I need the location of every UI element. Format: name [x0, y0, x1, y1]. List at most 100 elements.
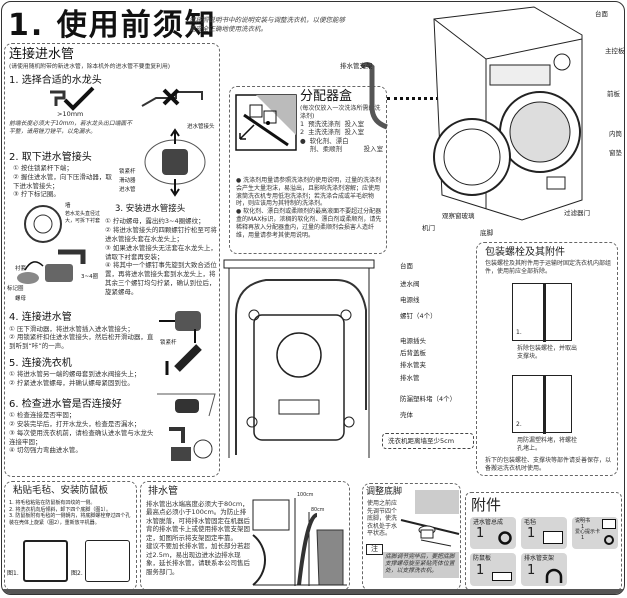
- accessories-title: 附件: [471, 496, 502, 514]
- fig1-figure: [23, 540, 68, 582]
- feet-desc: 使用之前应先调节四个底脚，使洗衣机处于水平状态。: [367, 500, 398, 537]
- label-glass: 观察窗玻璃: [442, 212, 475, 220]
- step2-item: ③ 拧下标记圈。: [13, 190, 60, 199]
- inlet-section: 连接进水管 (请使用随机附带的新进水管，除本机外的进水管不要重复利用) 1. 选…: [4, 43, 220, 477]
- step1-caption: 前端长度必须大于10mm，若水龙头出口端面不平整，请用锉刀锉平，以免漏水。: [9, 121, 133, 135]
- label-slider: 滑动器: [119, 178, 136, 184]
- label-back-top: 台面: [400, 262, 413, 270]
- item-mark: 1: [300, 120, 305, 129]
- accessory-name: 说明书: [575, 518, 591, 524]
- label-hose-bracket: 排水管支架: [340, 62, 373, 70]
- accessory-qty: 1: [581, 534, 585, 541]
- accessory-name: 毛毡: [524, 519, 537, 526]
- step3-item: ③ 如果进水管接头无法套在水龙头上，请取下衬套再安装；: [105, 243, 217, 261]
- page-title: 1. 使用前须知: [8, 8, 217, 43]
- label-turns: 3~4圈: [81, 274, 99, 280]
- label-gasket: 窗垫: [609, 149, 622, 157]
- label-front: 前板: [607, 90, 620, 98]
- step5-item: ② 拧紧进水管螺母，并确认螺母紧固到位。: [9, 379, 134, 388]
- label-panel: 主控板: [605, 47, 625, 55]
- packing-step2: 用防漏塑料堵，将螺栓孔堵上。: [517, 437, 578, 453]
- step6-item: ② 安装完毕后，打开水龙头，检查是否漏水；: [9, 420, 141, 429]
- inlet-title: 连接进水管: [9, 47, 75, 62]
- label-plug: 电源插头: [400, 337, 426, 345]
- accessory-qty: 1: [476, 563, 485, 579]
- accessory-name: 进水管总成: [473, 519, 504, 526]
- label-top: 台面: [595, 10, 608, 18]
- accessory-name: 防鼠板: [473, 555, 492, 562]
- accessory-name: 爱心提示卡: [575, 529, 601, 535]
- packing-step1: 拆除包装螺栓，并取出支撑块。: [517, 345, 578, 361]
- step5-item: ① 将进水管另一端的螺母套到进水阀接头上；: [9, 370, 141, 379]
- connector-removal-illustration: [144, 128, 206, 197]
- label-nut: 螺母: [15, 296, 27, 302]
- step6-item: ③ 每次使用洗衣机前，请检查确认进水管与水龙头连接牢固；: [9, 428, 154, 446]
- dispenser-para: ● 洗涤剂用量请参照洗涤剂的使用说明，过量的洗涤剂会产生大量泡沫，易溢出，且影响…: [236, 177, 382, 208]
- label-ring: 标记圈: [7, 286, 24, 292]
- accessory-qty: 1: [527, 563, 536, 579]
- label-cord: 电源线: [400, 296, 420, 304]
- hose-bracket-icon: [545, 568, 563, 583]
- manual-icon: [602, 519, 616, 529]
- faucet-dim: >10mm: [57, 110, 84, 118]
- drain-title: 排水管: [148, 486, 178, 497]
- felt-icon: [543, 531, 563, 544]
- label-valve: 进水阀: [400, 280, 420, 288]
- height-100: 100cm: [297, 493, 314, 498]
- step6-item: ① 检查连接是否牢固；: [9, 411, 76, 420]
- step3-item: ④ 将其中一个螺钉事先旋到大致合适位置，再将进水管接头套到水龙头上，将其余三个螺…: [105, 261, 217, 296]
- step6-title: 6. 检查进水管是否连接好: [9, 398, 122, 410]
- feet-title: 调整底脚: [366, 487, 403, 497]
- feet-note: 底脚调节完毕后，要把底脚支撑螺母旋至紧贴壳体位置处，以支撑洗衣机。: [383, 552, 459, 578]
- label-drain: 排水管: [400, 374, 420, 382]
- wall-note: 若水龙头直径过大，可拆下衬套: [65, 211, 101, 224]
- accessory-qty: 1: [476, 526, 485, 542]
- item-action: 投入室: [344, 120, 365, 129]
- felt-title: 粘贴毛毡、安装防鼠板: [13, 485, 109, 496]
- step4-item: ② 用锁紧杆扣住进水管接头，然后松开滑动器，直到听到“咔”的一声。: [9, 333, 154, 351]
- label-clip: 排水管夹: [400, 361, 426, 369]
- fig1-label: 图1.: [7, 570, 19, 577]
- drain-para: 建议不要加长排水管，加长部分若超过2.5m，易出现边进水边排水现象，延长排水管，…: [146, 542, 250, 576]
- fig2-label: 图2.: [71, 570, 83, 577]
- label-wall: 墙: [65, 203, 71, 209]
- wall-distance-note: 洗衣机距离墙至少5cm: [382, 433, 474, 449]
- faucet-bad-icon: [141, 88, 203, 107]
- step2-item: ② 握住进水管，向下压滑动器，取下进水管接头；: [13, 172, 112, 190]
- dispenser-para: ● 软化剂、漂白剂或柔顺剂的最高液面不要超过分配器盒的MAX标识，浓稠的软化剂、…: [236, 208, 382, 239]
- bottom-bar: [2, 589, 624, 594]
- step2-number: 2.: [516, 421, 522, 428]
- item-action: 投入室: [363, 144, 384, 153]
- dispenser-title: 分配器盒: [300, 89, 353, 104]
- label-lever: 锁紧杆: [119, 169, 136, 175]
- step2-title: 2. 取下进水管接头: [9, 152, 92, 163]
- label-door: 机门: [422, 224, 435, 232]
- item-mark: ●: [300, 136, 306, 145]
- step3-item: ① 拧动螺母，露出约3~4圈螺纹；: [105, 217, 205, 226]
- hose-coil-icon: [498, 531, 512, 545]
- drain-section: 排水管 排水管出水端高度必须大于80cm，最高点必须小于100cm。为防止排水管…: [140, 481, 350, 591]
- label-lever-2: 锁紧杆: [160, 340, 177, 346]
- item-name: 软化剂、漂白剂、柔顺剂: [309, 136, 349, 153]
- height-80: 80cm: [311, 508, 325, 513]
- label-filter: 过滤器门: [564, 209, 590, 217]
- item-action: 投入室: [344, 128, 365, 137]
- connector-parts-illustration: [17, 205, 86, 284]
- packing-footer: 拆下的包装螺栓、支撑块等部件请妥善保存，以备搬运洗衣机时使用。: [485, 457, 612, 472]
- felt-item: 2. 将洗衣机向后倾斜，卸下四个底脚（图1）。: [9, 506, 112, 513]
- label-hose: 进水管: [119, 187, 136, 193]
- felt-section: 粘贴毛毡、安装防鼠板 1. 将毛毡粘贴在防鼠板有凹纹的一侧。 2. 将洗衣机向后…: [4, 481, 137, 591]
- foot-adjust-illustration: [400, 490, 460, 547]
- label-bushing: 衬套: [15, 266, 27, 272]
- item-mark: 2: [300, 128, 305, 137]
- note-badge: 注: [366, 544, 383, 556]
- hose-connection-illustrations: [157, 311, 216, 461]
- step5-title: 5. 连接洗衣机: [9, 357, 72, 369]
- packing-section: 包装螺栓及其附件 包装螺栓及其附件用于运输时固定洗衣机内部组件，使用前应全部拆除…: [476, 242, 618, 476]
- card-icon: [604, 535, 614, 545]
